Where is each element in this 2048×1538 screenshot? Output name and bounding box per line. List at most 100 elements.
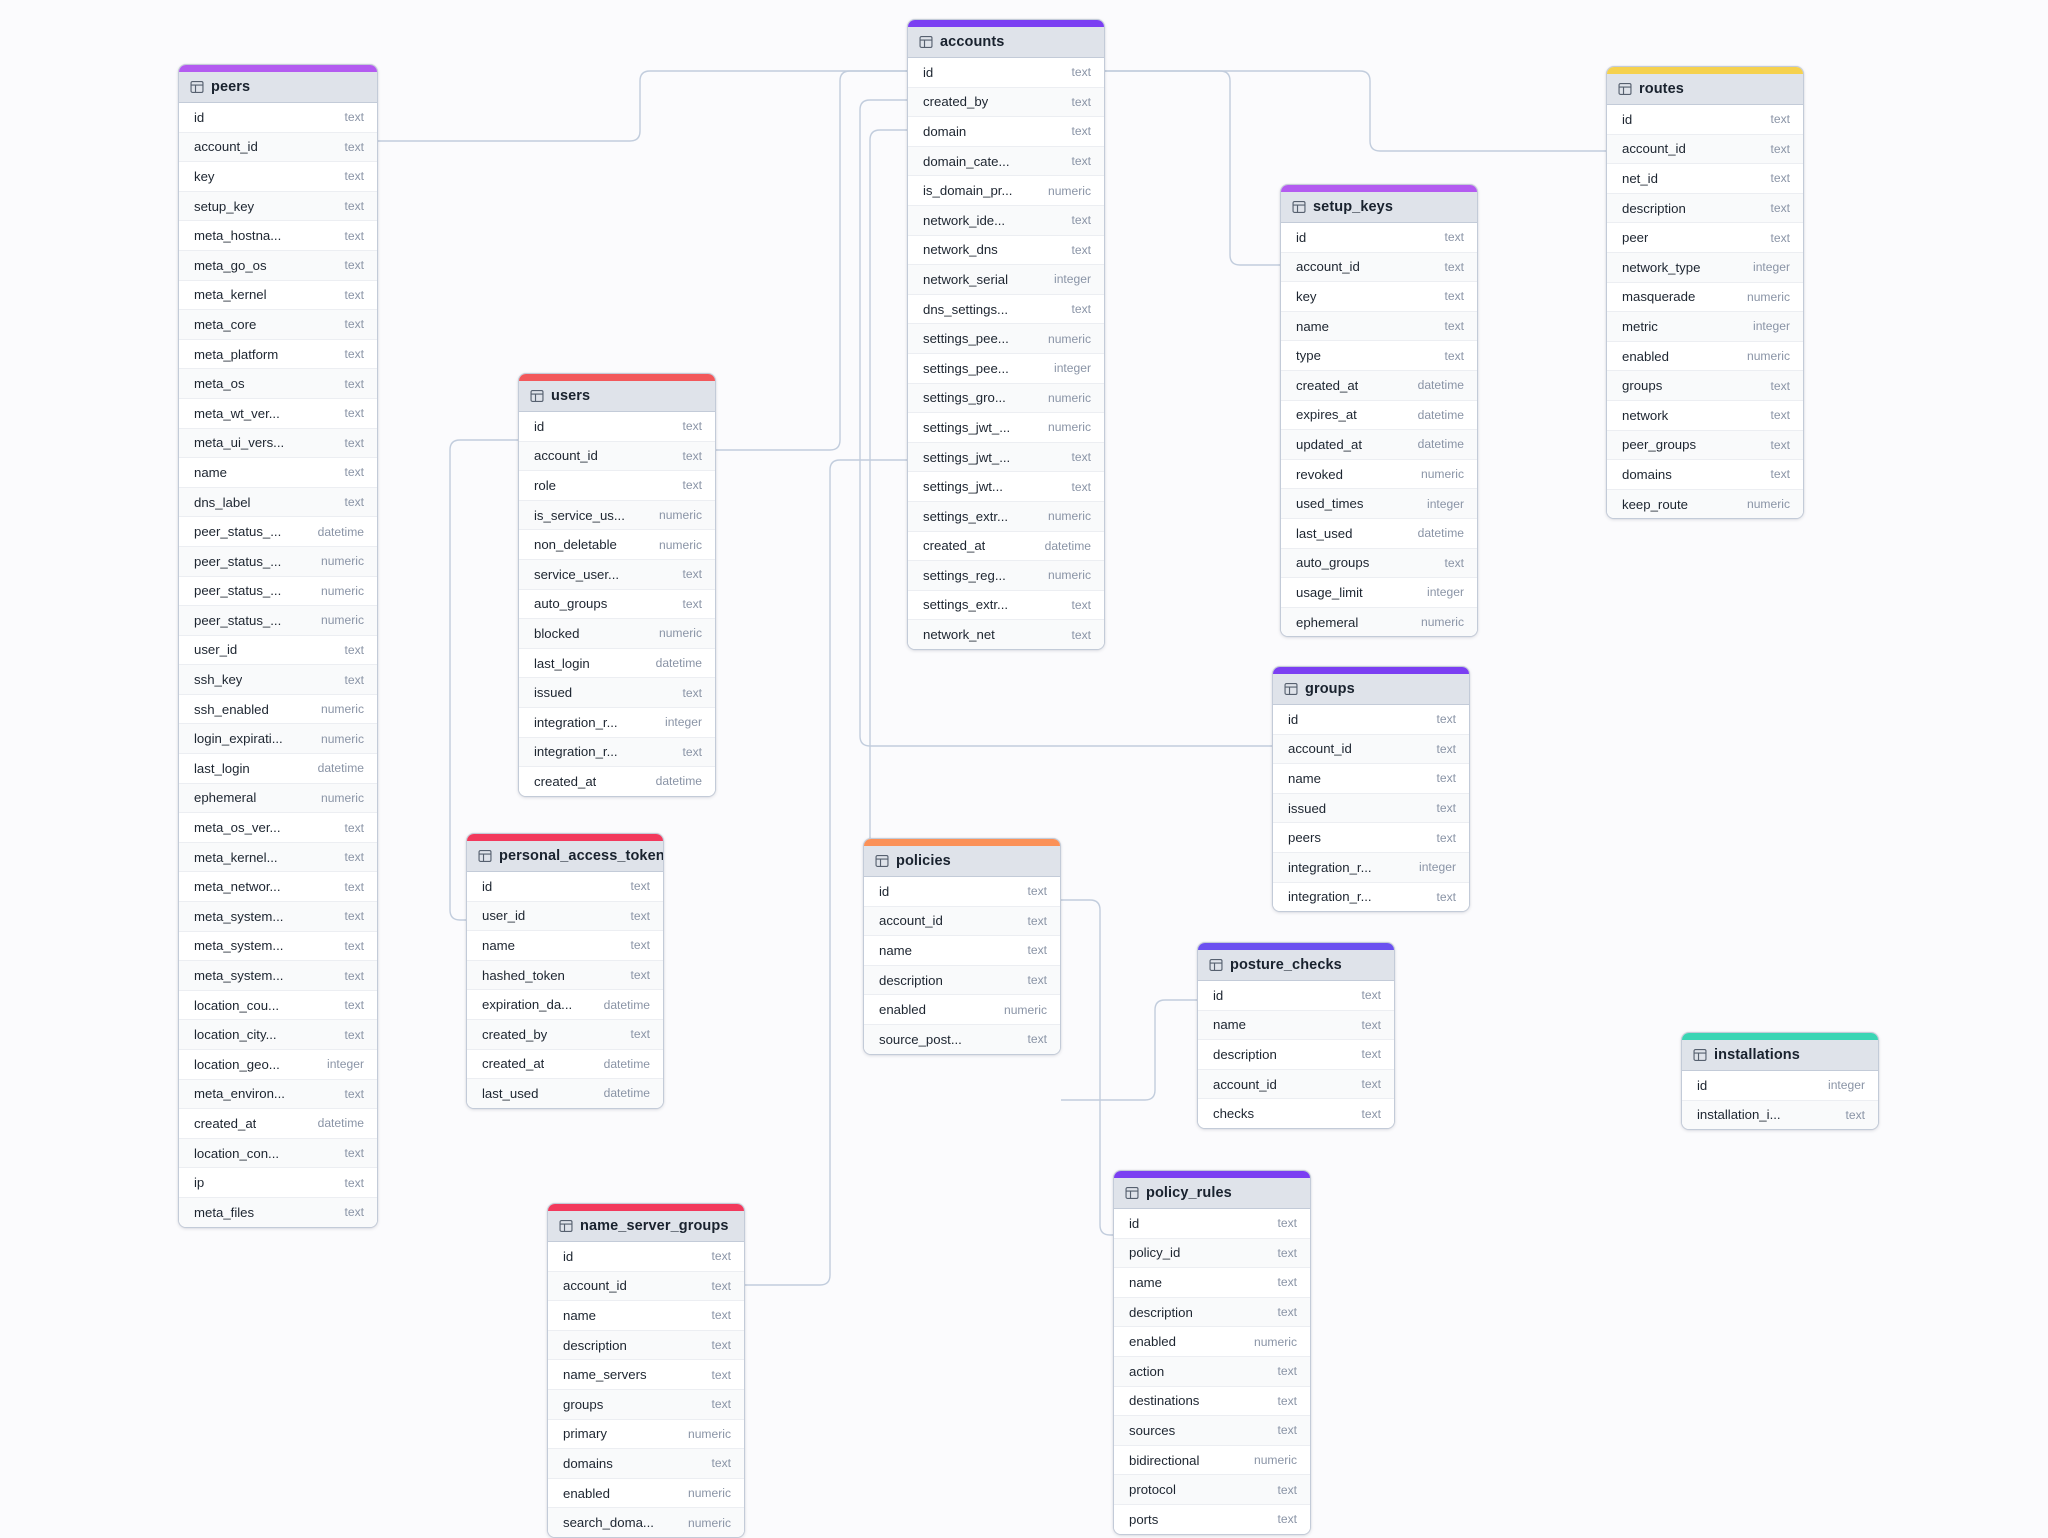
table-row[interactable]: search_doma...numeric (548, 1508, 744, 1537)
table-row[interactable]: meta_os_ver...text (179, 813, 377, 843)
table-row[interactable]: integration_r...integer (1273, 852, 1469, 883)
table-row[interactable]: source_post...text (864, 1024, 1060, 1054)
table-row[interactable]: installation_i...text (1682, 1100, 1878, 1130)
table-row[interactable]: settings_pee...numeric (908, 324, 1104, 354)
table-row[interactable]: meta_ui_vers...text (179, 428, 377, 459)
table-row[interactable]: settings_gro...numeric (908, 383, 1104, 414)
table-header-posture_checks[interactable]: posture_checks (1198, 950, 1394, 981)
table-row[interactable]: location_cou...text (179, 990, 377, 1021)
table-row[interactable]: integration_r...text (519, 737, 715, 768)
table-row[interactable]: peer_status_...numeric (179, 606, 377, 636)
table-row[interactable]: location_con...text (179, 1138, 377, 1169)
table-header-setup_keys[interactable]: setup_keys (1281, 192, 1477, 223)
table-row[interactable]: peer_status_...numeric (179, 546, 377, 577)
table-header-users[interactable]: users (519, 381, 715, 412)
table-row[interactable]: meta_system...text (179, 961, 377, 991)
table-row[interactable]: location_city...text (179, 1020, 377, 1050)
table-row[interactable]: network_ide...text (908, 205, 1104, 236)
table-row[interactable]: login_expirati...numeric (179, 724, 377, 755)
table-header-installations[interactable]: installations (1682, 1040, 1878, 1071)
table-row[interactable]: settings_jwt_...numeric (908, 413, 1104, 443)
table-row[interactable]: dns_settings...text (908, 294, 1104, 325)
table-row[interactable]: service_user...text (519, 559, 715, 590)
table-row[interactable]: meta_kernel...text (179, 842, 377, 873)
table-header-accounts[interactable]: accounts (908, 27, 1104, 58)
table-row[interactable]: meta_system...text (179, 902, 377, 932)
table-header-name_server_groups[interactable]: name_server_groups (548, 1211, 744, 1242)
table-row[interactable]: meta_hostna...text (179, 221, 377, 251)
table-header-personal_access_tokens[interactable]: personal_access_tokens (467, 841, 663, 872)
table-row[interactable]: meta_networ...text (179, 872, 377, 903)
